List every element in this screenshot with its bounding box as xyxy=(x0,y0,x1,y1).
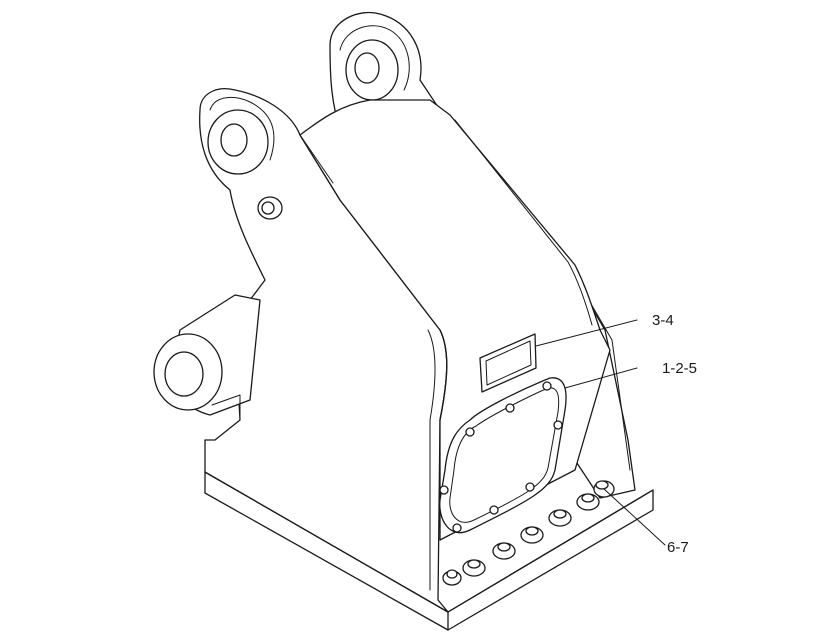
cover-bolts xyxy=(439,381,563,533)
base-bolt xyxy=(442,569,462,586)
access-cover xyxy=(439,377,567,534)
base-bolt xyxy=(548,509,572,527)
leader-3-4 xyxy=(535,319,638,347)
callout-6-7: 6-7 xyxy=(667,539,689,556)
lower-pin-bore-inner xyxy=(164,351,204,397)
base-bolt xyxy=(462,559,486,577)
grease-fitting xyxy=(257,196,283,220)
leader-lines xyxy=(535,319,666,546)
base-bolt xyxy=(520,526,544,544)
callout-1-2-5: 1-2-5 xyxy=(662,360,697,377)
front-lug xyxy=(207,97,275,175)
callout-3-4: 3-4 xyxy=(652,312,674,329)
base-bolts xyxy=(442,480,615,586)
lower-pin-boss xyxy=(153,294,261,421)
rear-pin-bore-inner xyxy=(354,52,380,84)
leader-6-7 xyxy=(603,488,666,546)
base-bolt xyxy=(492,542,516,560)
main-body xyxy=(199,88,611,613)
leader-1-2-5 xyxy=(564,367,638,389)
front-pin-bore-inner xyxy=(220,123,248,157)
base-bolt xyxy=(576,493,600,511)
name-plate xyxy=(479,333,537,393)
